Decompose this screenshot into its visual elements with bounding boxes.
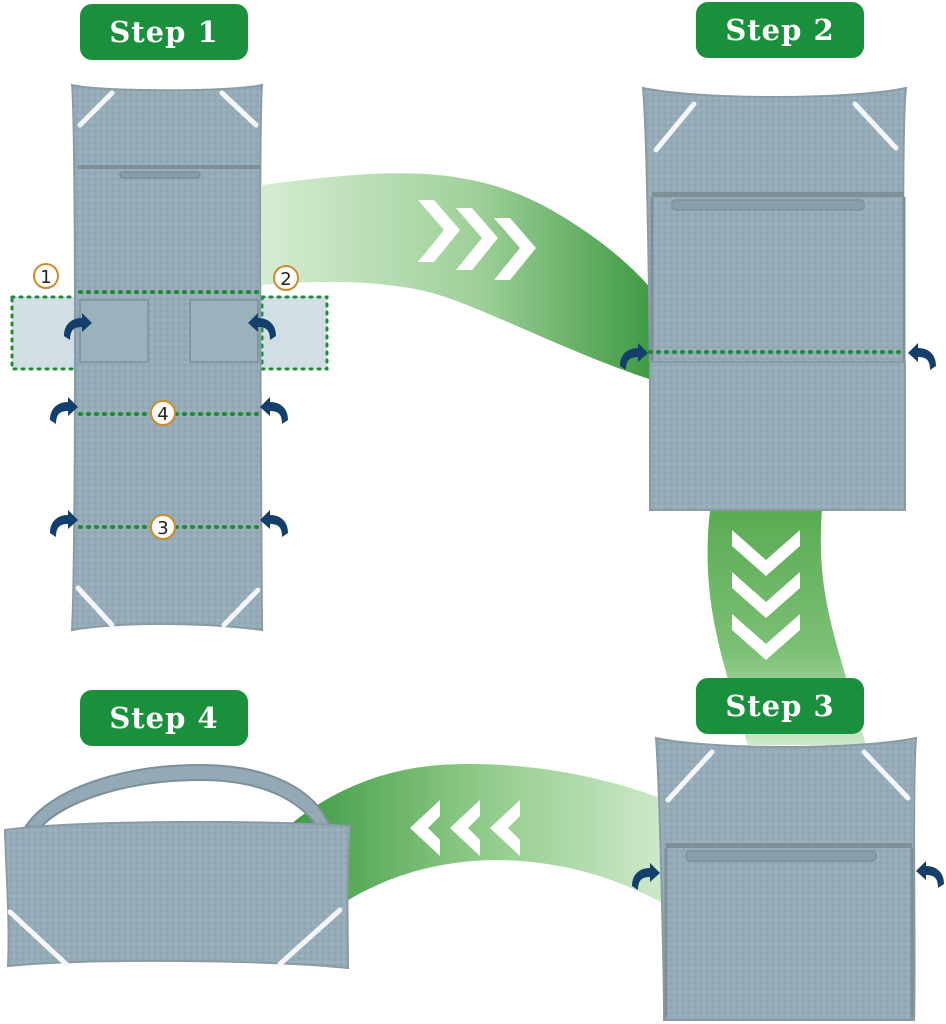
svg-text:2: 2: [280, 269, 291, 290]
step-4-label: Step 4: [80, 690, 248, 746]
fold-arrow-icon: [260, 510, 288, 537]
step3-towel: [632, 736, 944, 1021]
step1-towel: [10, 83, 329, 632]
fold-arrow-icon: [916, 861, 944, 888]
chevron-left-icon: [410, 800, 520, 856]
fold-marker-4: 4: [150, 400, 176, 426]
chevron-right-icon: [418, 200, 536, 280]
svg-text:1: 1: [40, 267, 51, 288]
chevron-down-icon: [732, 530, 800, 660]
step-3-label: Step 3: [696, 678, 864, 734]
fold-marker-3: 3: [150, 514, 176, 540]
fold-marker-1: 1: [33, 263, 59, 289]
fold-arrow-icon: [908, 343, 936, 370]
step2-towel: [620, 86, 936, 511]
fold-arrow-icon: [50, 397, 78, 424]
step-1-label: Step 1: [80, 4, 248, 60]
svg-text:4: 4: [157, 404, 168, 425]
step4-towel: [3, 763, 352, 970]
flow-arrow-step3-to-step4: [290, 764, 666, 905]
flow-arrow-step1-to-step2: [262, 173, 652, 380]
step-2-label: Step 2: [696, 2, 864, 58]
svg-text:3: 3: [157, 518, 168, 539]
fold-arrow-icon: [260, 397, 288, 424]
fold-marker-2: 2: [273, 265, 299, 291]
